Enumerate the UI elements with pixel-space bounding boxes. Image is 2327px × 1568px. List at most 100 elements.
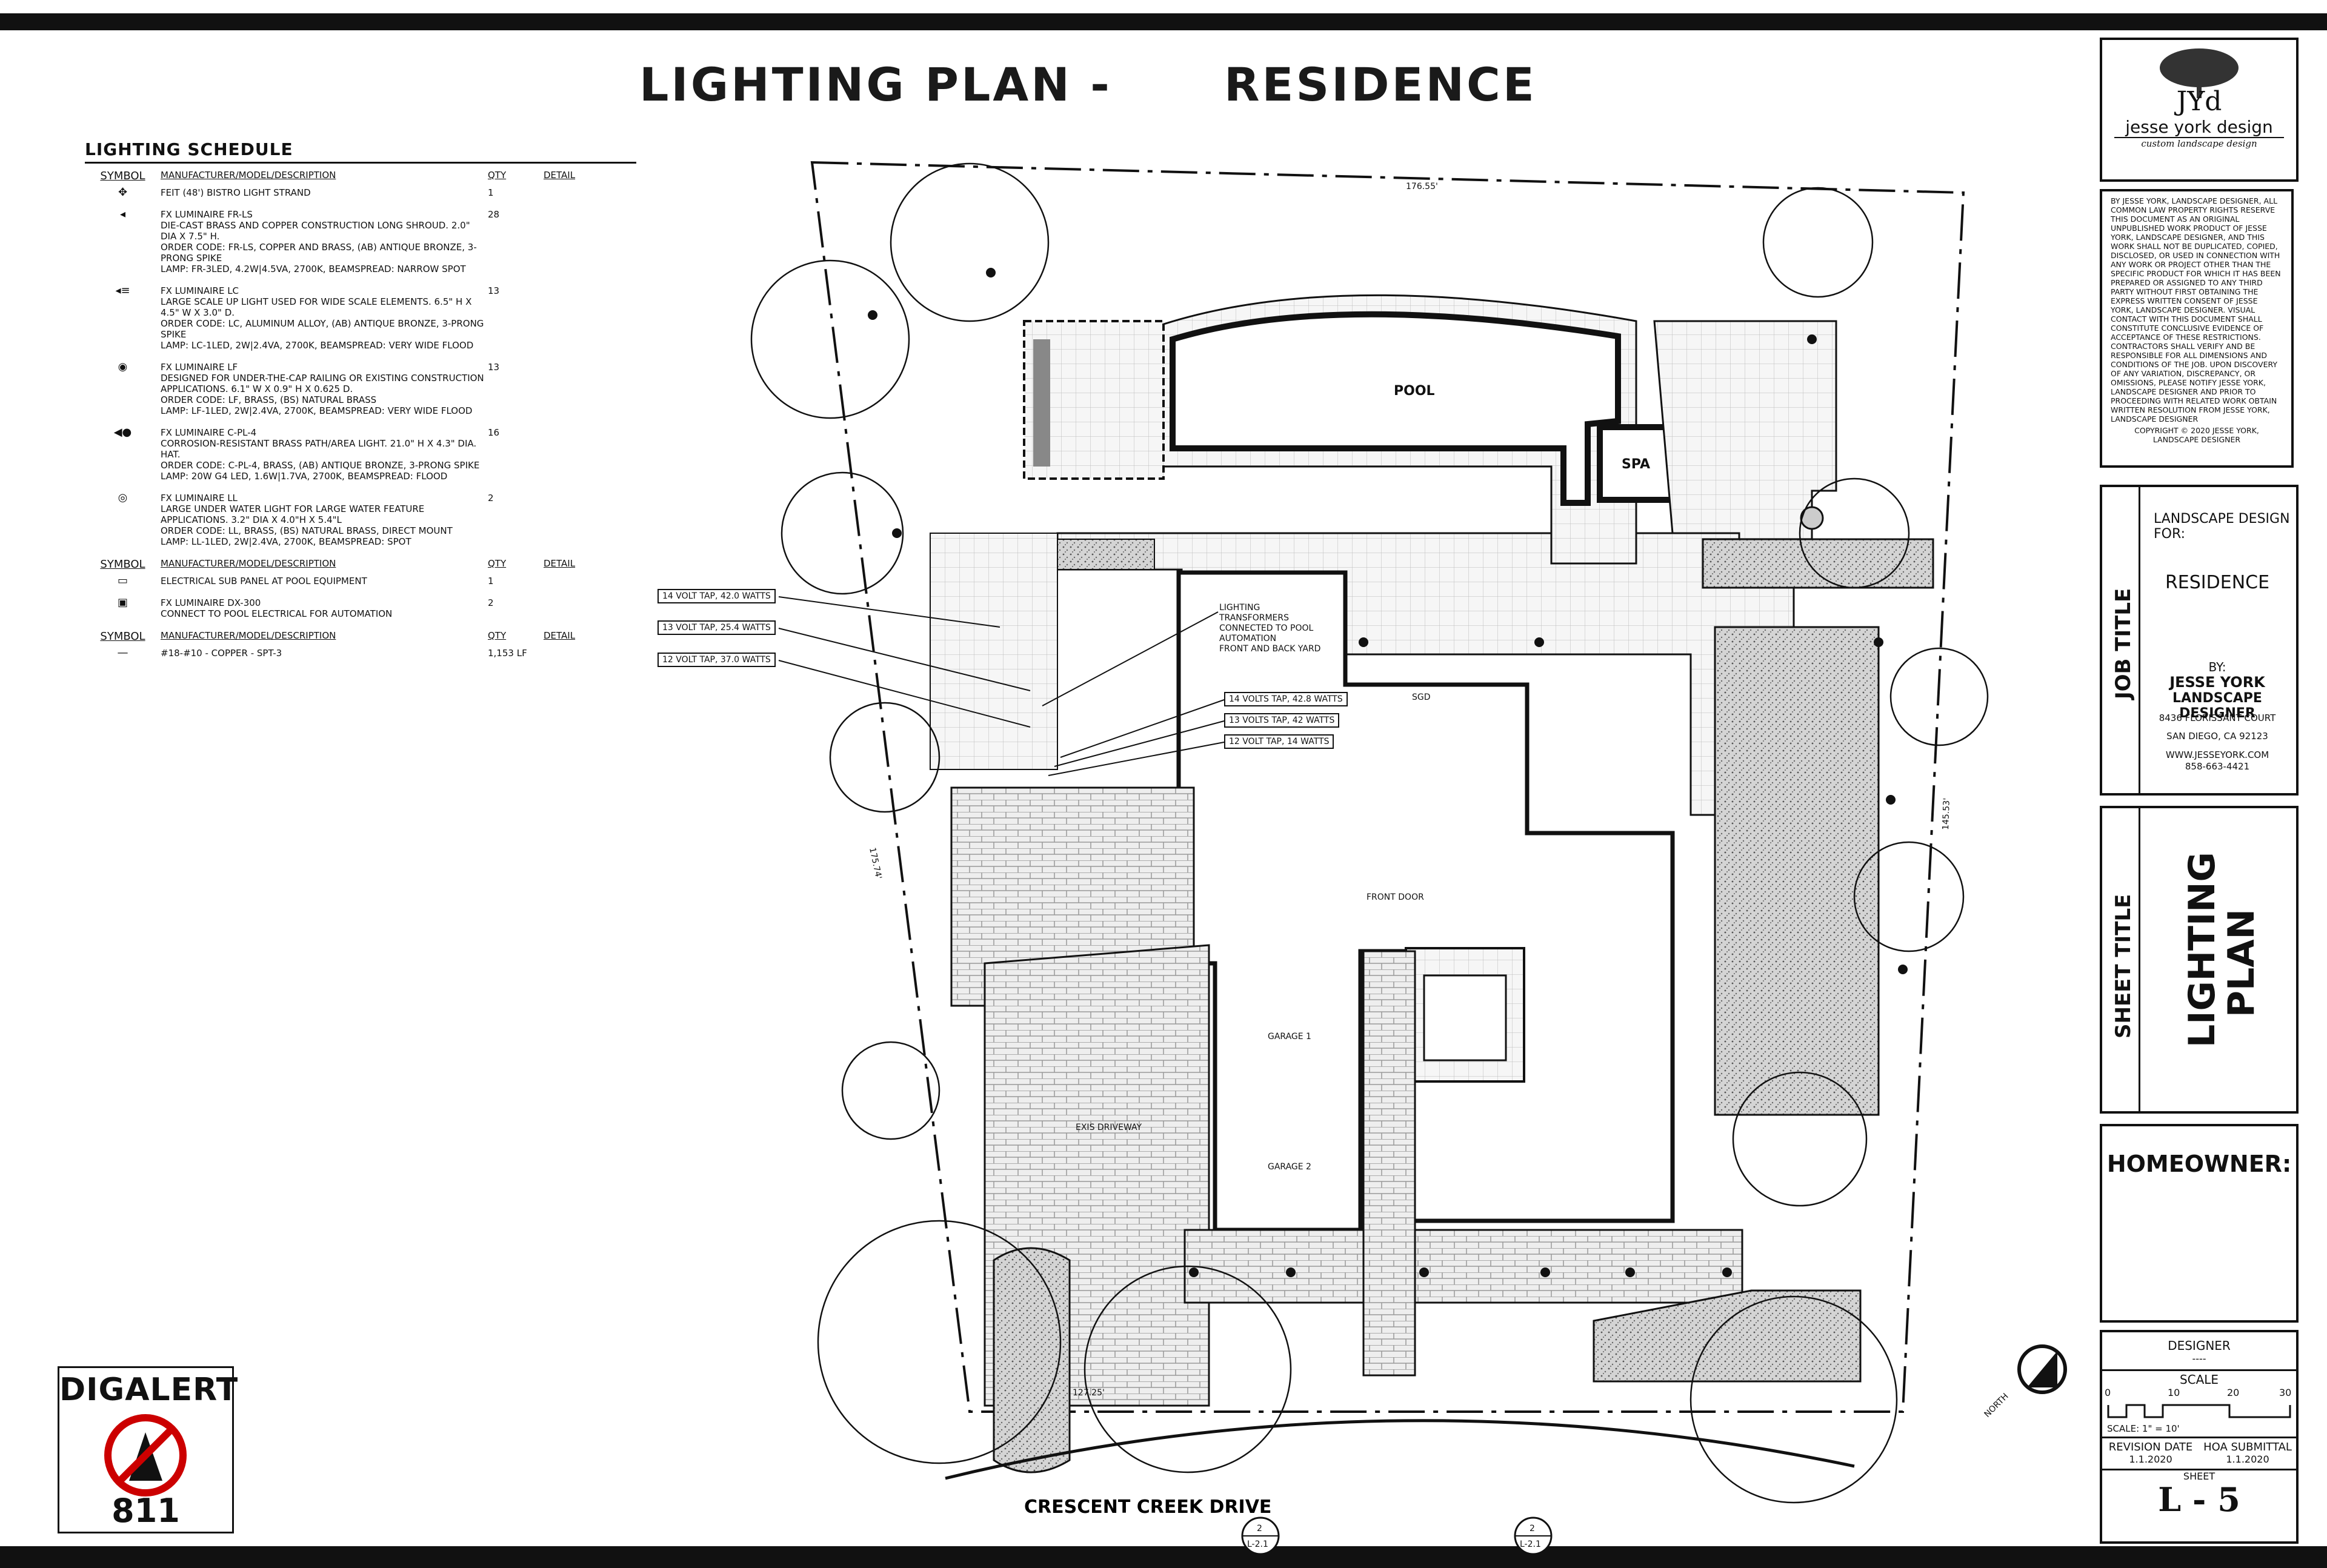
row-desc: ELECTRICAL SUB PANEL AT POOL EQUIPMENT xyxy=(161,576,367,586)
spot-light-icon: ◂ xyxy=(119,208,126,221)
col-detail: DETAIL xyxy=(544,170,576,181)
row-qty: 2 xyxy=(488,597,494,608)
spa-label: SPA xyxy=(1622,457,1650,472)
copyright-box: BY JESSE YORK, LANDSCAPE DESIGNER, ALL C… xyxy=(2100,189,2294,468)
schedule-row: ✥ FEIT (48') BISTRO LIGHT STRAND 1 xyxy=(85,186,636,199)
street-label: CRESCENT CREEK DRIVE xyxy=(1024,1497,1271,1518)
lighting-schedule: LIGHTING SCHEDULE SYMBOL MANUFACTURER/MO… xyxy=(85,139,636,669)
schedule-row: ◂ FX LUMINAIRE FR-LS DIE-CAST BRASS AND … xyxy=(85,208,636,275)
revision-label: REVISION DATE xyxy=(2108,1441,2193,1453)
driveway-label: EXIS DRIVEWAY xyxy=(1076,1123,1142,1132)
front-planter-right xyxy=(1593,1289,1862,1383)
scale-tick: 10 xyxy=(2168,1387,2180,1398)
schedule-header: SYMBOL MANUFACTURER/MODEL/DESCRIPTION QT… xyxy=(85,558,636,571)
col-desc: MANUFACTURER/MODEL/DESCRIPTION xyxy=(161,630,336,641)
sheet-number: L - 5 xyxy=(2158,1480,2240,1519)
row-desc: FX LUMINAIRE DX-300 CONNECT TO POOL ELEC… xyxy=(161,597,393,619)
row-qty: 1 xyxy=(488,576,494,586)
spa-fountain xyxy=(1800,506,1824,530)
col-qty: QTY xyxy=(488,630,507,641)
wire-icon: — xyxy=(117,646,128,659)
schedule-row: ◎ FX LUMINAIRE LL LARGE UNDER WATER LIGH… xyxy=(85,493,636,548)
project-name: RESIDENCE xyxy=(2165,572,2270,593)
courtyard-inner xyxy=(1423,974,1507,1061)
house xyxy=(1176,570,1675,1232)
front-planter-left xyxy=(993,1247,1071,1473)
sheet-title-1: LIGHTING xyxy=(2181,852,2223,1048)
schedule-heading: LIGHTING SCHEDULE xyxy=(85,139,636,164)
page-title-lighting-plan: LIGHTING PLAN - xyxy=(639,58,1112,111)
scale-label: SCALE xyxy=(2179,1372,2219,1387)
tap-callout: 14 VOLT TAP, 42.0 WATTS xyxy=(657,589,776,603)
planter-strip xyxy=(1702,538,1934,589)
bottom-border xyxy=(0,1546,2327,1568)
flood-light-icon: ◂≡ xyxy=(115,284,130,297)
section-marker-left: 2 L-2.1 xyxy=(1241,1517,1280,1555)
tap-callout: 12 VOLT TAP, 14 WATTS xyxy=(1224,734,1334,749)
schedule-row: ▣ FX LUMINAIRE DX-300 CONNECT TO POOL EL… xyxy=(85,597,636,620)
homeowner-box: HOMEOWNER: xyxy=(2100,1124,2299,1323)
digalert-logo: DIGALERT 811 xyxy=(58,1366,239,1533)
tap-callout: 13 VOLTS TAP, 42 WATTS xyxy=(1224,713,1340,728)
section-ref: 2 xyxy=(1530,1524,1535,1533)
row-desc: FX LUMINAIRE LL LARGE UNDER WATER LIGHT … xyxy=(161,493,453,547)
street-curb xyxy=(945,1419,1855,1480)
info-box: DESIGNER ---- SCALE 0 10 20 30 SCALE: 1"… xyxy=(2100,1330,2299,1544)
hoa-label: HOA SUBMITTAL xyxy=(2203,1441,2292,1453)
scale-tick: 20 xyxy=(2227,1387,2240,1398)
by-label: BY: xyxy=(2208,660,2226,674)
scale-tick: 0 xyxy=(2105,1387,2111,1398)
revision-date: 1.1.2020 xyxy=(2129,1453,2172,1465)
sub-panel-icon: ▭ xyxy=(117,574,128,587)
planter-top-left xyxy=(1057,539,1155,570)
bistro-strand-icon: ✥ xyxy=(118,186,128,199)
tap-callout: 14 VOLTS TAP, 42.8 WATTS xyxy=(1224,692,1348,706)
scale-ticks: 0 10 20 30 xyxy=(2102,1387,2296,1400)
dim-left: 175.74' xyxy=(867,847,884,880)
col-qty: QTY xyxy=(488,558,507,569)
row-qty: 16 xyxy=(488,427,500,438)
designer-value: ---- xyxy=(2192,1353,2206,1364)
designer-name: JESSE YORK xyxy=(2169,674,2265,691)
digalert-number: 811 xyxy=(112,1492,180,1530)
row-desc: FX LUMINAIRE LC LARGE SCALE UP LIGHT USE… xyxy=(161,285,484,351)
property-line xyxy=(810,161,1965,1413)
no-dig-icon xyxy=(104,1414,187,1497)
dim-bottom: 127.25' xyxy=(1073,1388,1105,1398)
scale-tick: 30 xyxy=(2279,1387,2292,1398)
row-qty: 13 xyxy=(488,285,500,296)
row-qty: 1,153 LF xyxy=(488,648,527,659)
dim-top: 176.55' xyxy=(1406,182,1438,191)
section-sheet: L-2.1 xyxy=(1247,1540,1268,1549)
section-marker-right: 2 L-2.1 xyxy=(1514,1517,1553,1555)
copyright-text: BY JESSE YORK, LANDSCAPE DESIGNER, ALL C… xyxy=(2111,196,2281,424)
design-for: LANDSCAPE DESIGN FOR: xyxy=(2154,511,2290,542)
row-desc: FX LUMINAIRE C-PL-4 CORROSION-RESISTANT … xyxy=(161,427,480,482)
col-desc: MANUFACTURER/MODEL/DESCRIPTION xyxy=(161,170,336,181)
schedule-row: ◂≡ FX LUMINAIRE LC LARGE SCALE UP LIGHT … xyxy=(85,285,636,351)
front-walk xyxy=(1183,1229,1743,1304)
pool-label: POOL xyxy=(1394,384,1435,399)
designer-role: LANDSCAPE DESIGNER xyxy=(2172,691,2262,721)
section-ref: 2 xyxy=(1257,1524,1262,1533)
col-symbol: SYMBOL xyxy=(100,630,145,643)
planter-long xyxy=(1714,626,1880,1116)
homeowner-label: HOMEOWNER: xyxy=(2106,1151,2292,1177)
schedule-row: ◉ FX LUMINAIRE LF DESIGNED FOR UNDER-THE… xyxy=(85,362,636,417)
digalert-name: DIGALERT xyxy=(59,1372,239,1408)
row-desc: FX LUMINAIRE FR-LS DIE-CAST BRASS AND CO… xyxy=(161,209,477,274)
row-desc: FEIT (48') BISTRO LIGHT STRAND xyxy=(161,187,311,198)
schedule-header: SYMBOL MANUFACTURER/MODEL/DESCRIPTION QT… xyxy=(85,630,636,643)
sheet-title-label: SHEET TITLE xyxy=(2111,894,2136,1038)
row-qty: 2 xyxy=(488,493,494,503)
scale-bar xyxy=(2107,1404,2291,1418)
col-detail: DETAIL xyxy=(544,630,576,641)
schedule-header: SYMBOL MANUFACTURER/MODEL/DESCRIPTION QT… xyxy=(85,170,636,182)
schedule-row: — #18-#10 - COPPER - SPT-3 1,153 LF xyxy=(85,648,636,659)
row-qty: 28 xyxy=(488,209,500,220)
schedule-row: ▭ ELECTRICAL SUB PANEL AT POOL EQUIPMENT… xyxy=(85,574,636,587)
tap-callout: 12 VOLT TAP, 37.0 WATTS xyxy=(657,653,776,667)
section-sheet: L-2.1 xyxy=(1520,1540,1541,1549)
tap-callout: 13 VOLT TAP, 25.4 WATTS xyxy=(657,620,776,635)
tree-logo-icon xyxy=(2160,48,2239,98)
